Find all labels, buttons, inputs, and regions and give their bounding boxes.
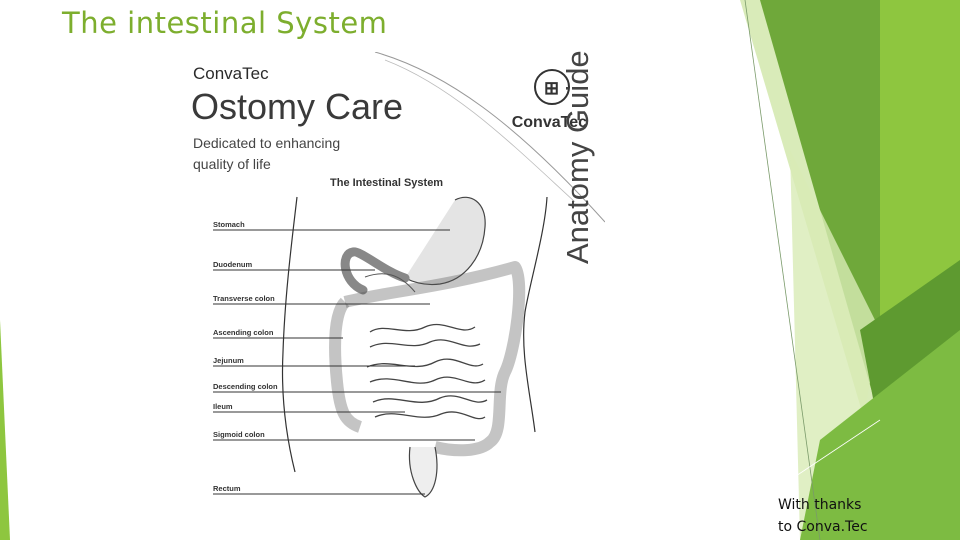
label-descending-colon: Descending colon <box>213 382 278 391</box>
credit-text: With thanks to Conva.Tec <box>778 494 888 538</box>
side-title-text: Anatomy Guide <box>560 50 595 264</box>
figure-tagline: Dedicated to enhancing quality of life <box>193 133 363 175</box>
label-rectum: Rectum <box>213 484 241 493</box>
anatomy-figure: ⊞ ConvaTec Ostomy Care Dedicated to enha… <box>185 50 605 518</box>
label-duodenum: Duodenum <box>213 260 253 269</box>
credit-line-1: With thanks <box>778 497 862 513</box>
figure-heading: Ostomy Care <box>191 86 404 127</box>
svg-text:⊞: ⊞ <box>544 78 559 98</box>
accent-line-2 <box>699 419 881 540</box>
accent-line <box>744 0 821 540</box>
credit-line-2: to Conva.Tec <box>778 519 868 535</box>
label-jejunum: Jejunum <box>213 356 244 365</box>
label-stomach: Stomach <box>213 220 245 229</box>
accent-shape-bright <box>800 330 960 540</box>
intestine-diagram: ⊞ <box>213 52 605 498</box>
label-ascending-colon: Ascending colon <box>213 328 274 337</box>
tagline-line-2: quality of life <box>193 156 271 172</box>
diagram-title: The Intestinal System <box>330 177 444 189</box>
slide-title: The intestinal System <box>62 6 388 40</box>
left-accent-shape <box>0 320 10 540</box>
label-ileum: Ileum <box>213 402 233 411</box>
brand-small-text: ConvaTec <box>193 64 269 83</box>
label-sigmoid-colon: Sigmoid colon <box>213 430 265 439</box>
label-transverse-colon: Transverse colon <box>213 294 275 303</box>
tagline-line-1: Dedicated to enhancing <box>193 135 341 151</box>
logo-text: ConvaTec <box>511 114 587 131</box>
